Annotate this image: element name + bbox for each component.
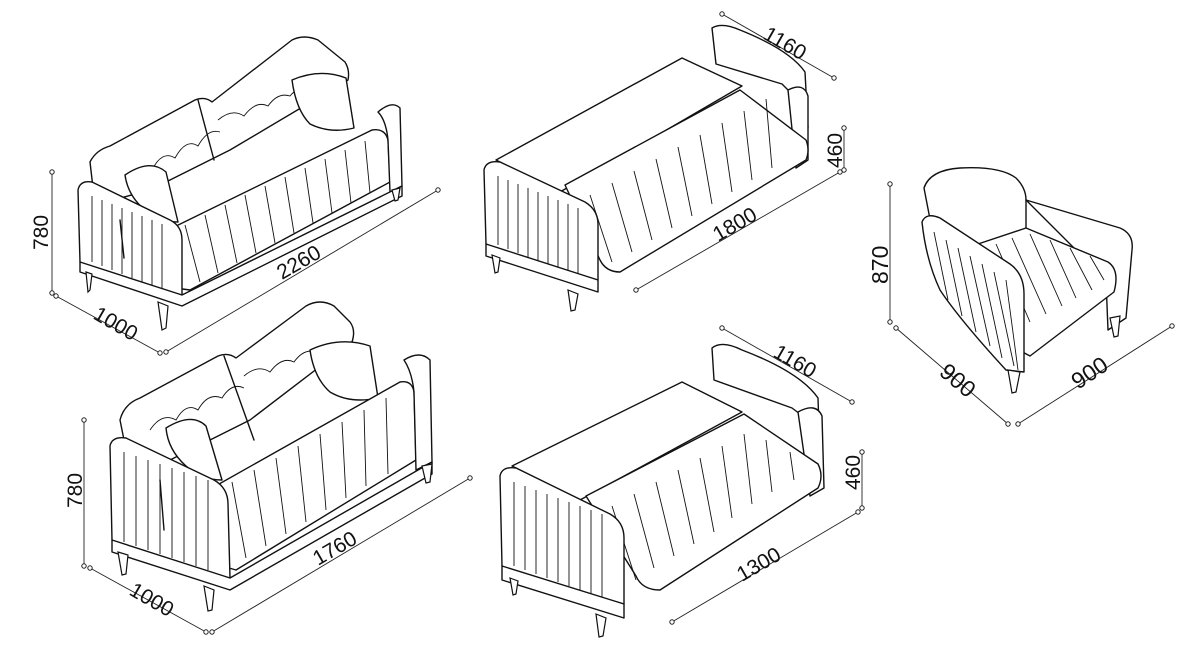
sofa-2seat-height-label: 780 bbox=[64, 473, 87, 508]
armchair bbox=[887, 167, 1175, 427]
sofa-2seat-depth-label: 1000 bbox=[126, 578, 178, 621]
sofa-3seat-depth-label: 1000 bbox=[90, 302, 142, 345]
sofa-bed-2seat bbox=[499, 325, 865, 638]
sofa-2seat bbox=[81, 301, 473, 635]
sofa-3seat bbox=[49, 36, 441, 356]
sofa-bed-2seat-length-label: 1300 bbox=[733, 543, 785, 586]
sofa-bed-3seat-seat-height-label: 460 bbox=[824, 133, 847, 168]
armchair-height-label: 870 bbox=[867, 246, 893, 284]
armchair-depth-label: 900 bbox=[935, 358, 981, 403]
sofa-bed-2seat-seat-height-label: 460 bbox=[842, 455, 865, 490]
armchair-width-label: 900 bbox=[1066, 351, 1112, 394]
sofa-3seat-height-label: 780 bbox=[30, 215, 53, 250]
sofa-bed-3seat bbox=[483, 11, 847, 312]
